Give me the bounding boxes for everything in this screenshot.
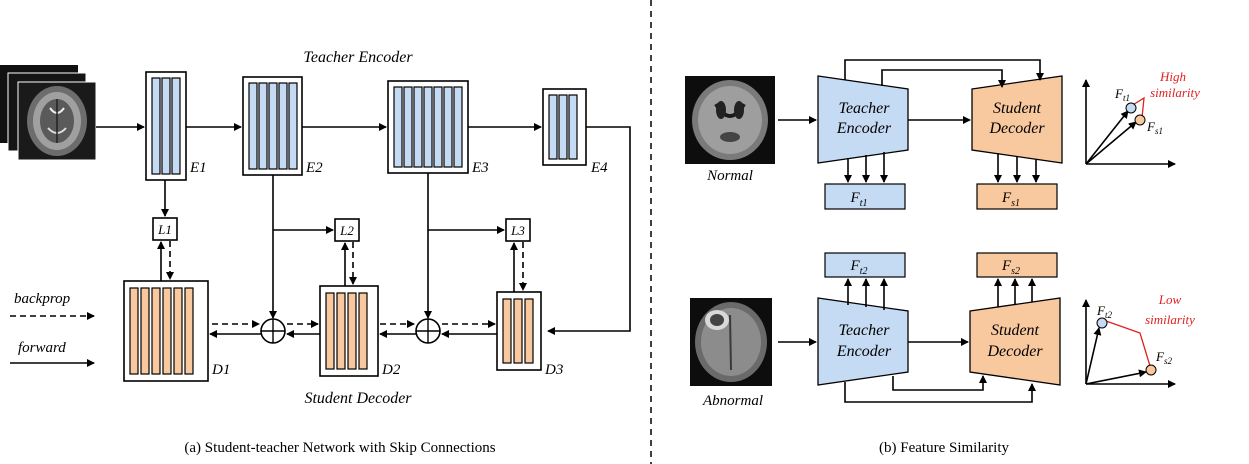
decoder-label-d1: D1 [211, 362, 230, 378]
decoder-label-d2: D2 [381, 362, 401, 378]
loss-label-l3: L3 [510, 223, 525, 238]
normal-label: Normal [706, 168, 753, 184]
similarity-plot-normal: Ft1 Fs1 High similarity [1082, 69, 1200, 168]
feature-box-fs2: Fs2 [976, 252, 1058, 278]
encoder-block-e2 [242, 76, 303, 176]
normal-mri-image [685, 76, 775, 164]
decoder-block-d1 [123, 280, 209, 382]
svg-text:Fs2: Fs2 [1001, 258, 1020, 277]
skip-abnormal-inner [892, 375, 987, 391]
svg-text:Ft2: Ft2 [850, 258, 868, 277]
svg-text:Fs1: Fs1 [1001, 190, 1020, 209]
abnormal-mri-image [690, 298, 772, 386]
encoder-label-e4: E4 [590, 160, 608, 176]
feature-box-fs1: Fs1 [976, 183, 1058, 210]
encoder-label-e1: E1 [189, 160, 207, 176]
encoder-label-e2: E2 [305, 160, 323, 176]
loss-box-l1: L1 [152, 217, 178, 241]
student-decoder-normal-line1: Student [993, 100, 1042, 117]
loss-label-l1: L1 [157, 222, 172, 237]
legend-backprop-label: backprop [14, 291, 71, 307]
encoder-block-e3 [387, 80, 469, 174]
student-decoder-normal-line2: Decoder [988, 120, 1045, 137]
loss-box-l2: L2 [334, 218, 360, 242]
skip-normal-inner [881, 69, 1006, 88]
feature-box-ft2: Ft2 [824, 252, 906, 278]
arrow-e4-to-d3 [547, 126, 631, 335]
student-decoder-abnormal-line1: Student [991, 322, 1040, 339]
mri-input-stack [0, 65, 97, 161]
high-similarity-line1: High [1159, 69, 1186, 84]
student-decoder-normal [971, 75, 1063, 164]
student-decoder-abnormal [969, 297, 1061, 386]
encoder-block-e1 [145, 71, 187, 181]
decoder-block-d2 [319, 285, 379, 377]
abnormal-label: Abnormal [702, 393, 763, 409]
skip-abnormal-outer [844, 382, 1036, 403]
decoder-label-d3: D3 [544, 362, 563, 378]
similarity-plot-abnormal: Ft2 Fs2 Low similarity [1082, 292, 1195, 388]
svg-text:Fs2: Fs2 [1155, 349, 1172, 366]
loss-box-l3: L3 [505, 218, 531, 242]
caption-a: (a) Student-teacher Network with Skip Co… [184, 440, 495, 456]
low-similarity-line2: similarity [1145, 312, 1195, 327]
svg-text:Ft1: Ft1 [850, 190, 868, 209]
low-similarity-line1: Low [1158, 292, 1182, 307]
high-similarity-line2: similarity [1150, 85, 1200, 100]
svg-text:Ft2: Ft2 [1096, 303, 1112, 320]
teacher-encoder-normal [817, 75, 909, 164]
teacher-encoder-title: Teacher Encoder [303, 49, 413, 66]
teacher-encoder-abnormal-line2: Encoder [836, 343, 892, 360]
encoder-block-e4 [542, 88, 587, 166]
feature-box-ft1: Ft1 [824, 183, 906, 210]
sum-node-2 [415, 318, 441, 344]
decoder-block-d3 [496, 291, 542, 371]
teacher-encoder-abnormal [817, 297, 909, 386]
loss-label-l2: L2 [339, 223, 354, 238]
student-decoder-title: Student Decoder [304, 390, 412, 407]
teacher-encoder-normal-line1: Teacher [839, 100, 891, 117]
encoder-label-e3: E3 [471, 160, 489, 176]
teacher-encoder-abnormal-line1: Teacher [839, 322, 891, 339]
sum-node-1 [260, 318, 286, 344]
teacher-encoder-normal-line2: Encoder [836, 120, 892, 137]
student-decoder-abnormal-line2: Decoder [986, 343, 1043, 360]
svg-text:Fs1: Fs1 [1146, 119, 1163, 136]
legend-forward-label: forward [18, 340, 66, 356]
svg-text:Ft1: Ft1 [1114, 86, 1130, 103]
skip-normal-outer [844, 59, 1044, 81]
caption-b: (b) Feature Similarity [879, 440, 1009, 456]
